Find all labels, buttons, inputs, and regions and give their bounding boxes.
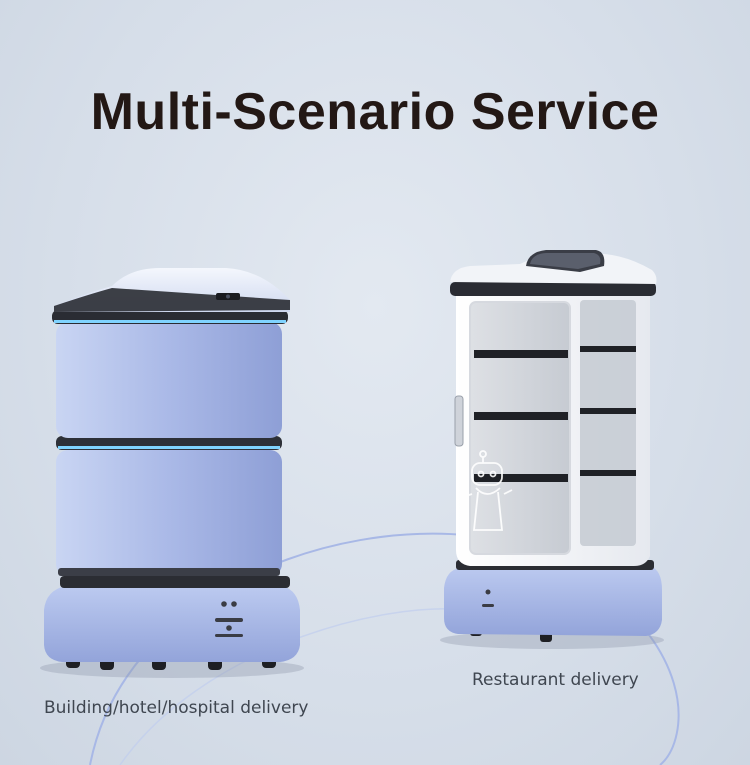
caption-restaurant: Restaurant delivery xyxy=(472,670,639,690)
delivery-robot-left xyxy=(40,268,304,678)
caption-building-hotel-hospital: Building/hotel/hospital delivery xyxy=(44,698,309,718)
page-title: Multi-Scenario Service xyxy=(90,83,660,141)
robot-mascot-icon xyxy=(465,450,513,531)
delivery-robot-right xyxy=(440,250,664,649)
